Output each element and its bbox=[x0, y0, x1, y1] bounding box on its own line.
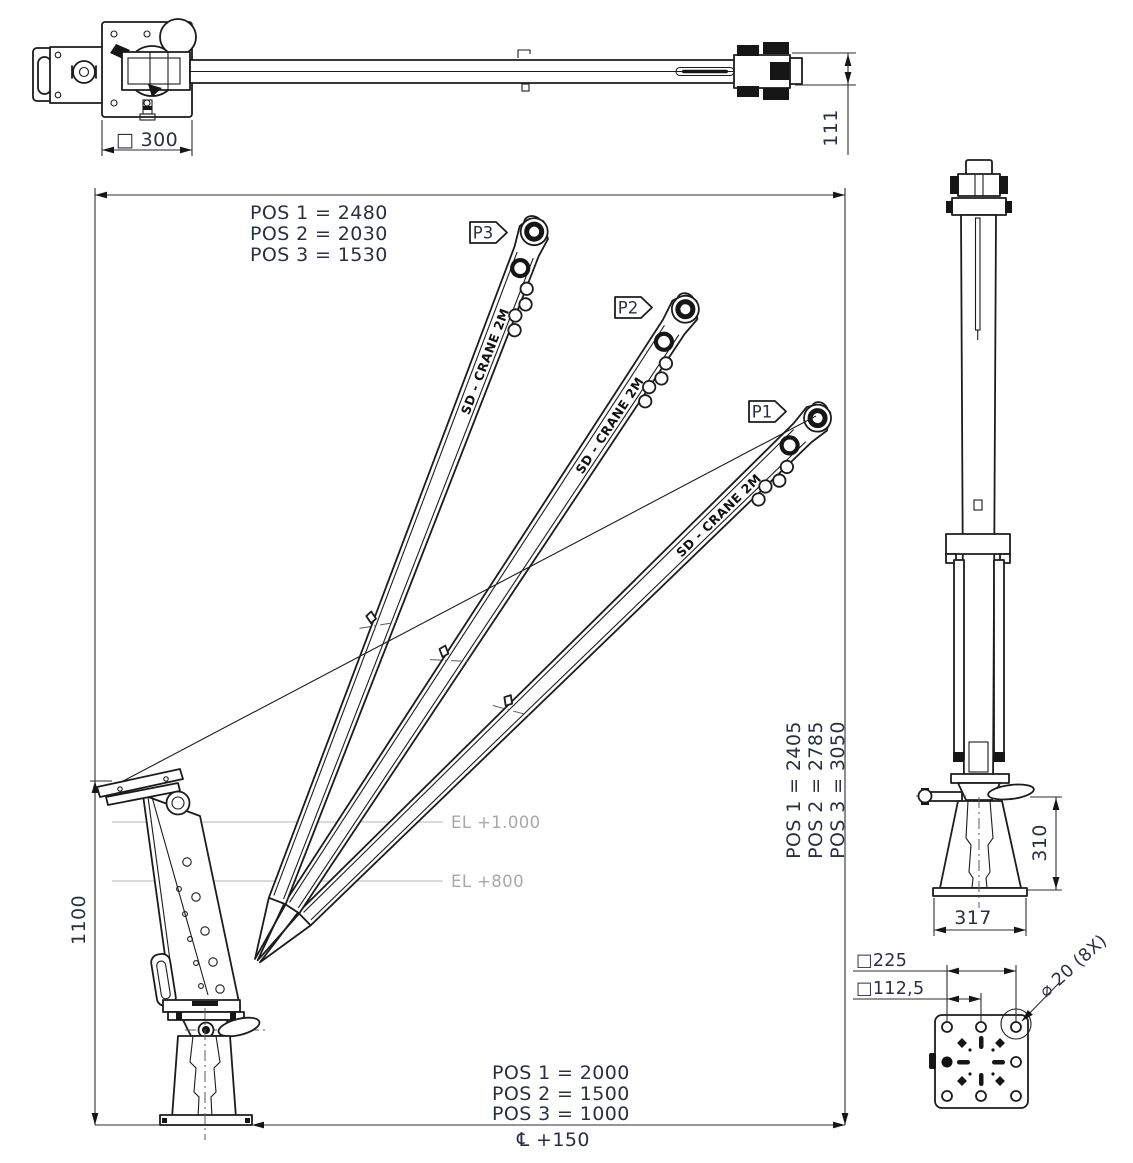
dim-label-111: 111 bbox=[820, 109, 842, 146]
height-pos1: POS 1 = 2405 bbox=[783, 721, 805, 859]
boom-head-plan bbox=[733, 42, 803, 100]
dim-label-310: 310 bbox=[1029, 824, 1051, 861]
dim-label-317: 317 bbox=[954, 907, 991, 929]
height-pos2: POS 2 = 2785 bbox=[805, 721, 827, 859]
elevation-label-1000: EL +1.000 bbox=[451, 813, 541, 832]
winch-drum-top bbox=[159, 18, 197, 56]
side-pedestal bbox=[932, 797, 1028, 908]
rope-line bbox=[107, 415, 817, 790]
dim-frame bbox=[90, 188, 849, 1129]
reach-pos2: POS 2 = 2030 bbox=[250, 223, 388, 245]
flag-p2-label: P2 bbox=[618, 299, 638, 318]
callout-hole: ⌀ 20 (8X) bbox=[1021, 931, 1111, 1022]
ground-pos1: POS 1 = 2000 bbox=[492, 1062, 630, 1084]
centerline-note: ℄ +150 bbox=[516, 1129, 590, 1151]
dim-310: 310 bbox=[1028, 796, 1062, 891]
base-plate-detail: □225 □112,5 ⌀ 20 (8X) bbox=[853, 931, 1111, 1109]
side-base-plate bbox=[932, 887, 1028, 897]
dim-label-112-5: □112,5 bbox=[856, 979, 924, 999]
reach-pos3: POS 3 = 1530 bbox=[250, 244, 388, 266]
side-mast bbox=[945, 159, 1012, 801]
plate-plug-hole bbox=[941, 1056, 953, 1068]
flag-p2: P2 bbox=[614, 296, 653, 319]
top-view: □ 300 111 bbox=[32, 18, 856, 156]
folded-boom-right bbox=[993, 559, 1005, 761]
reach-pos1: POS 1 = 2480 bbox=[250, 202, 388, 224]
dim-111: 111 bbox=[792, 52, 856, 155]
dim-ground: POS 1 = 2000 POS 2 = 1500 POS 3 = 1000 ℄… bbox=[492, 1062, 630, 1151]
side-crank-handle bbox=[987, 783, 1035, 801]
dim-225: □225 bbox=[853, 951, 1017, 1022]
side-crank bbox=[916, 783, 1035, 805]
dim-112-5: □112,5 bbox=[853, 979, 982, 1022]
flag-p3: P3 bbox=[469, 221, 508, 244]
boom-plan bbox=[110, 42, 803, 121]
plate-center-pattern bbox=[957, 1036, 1005, 1086]
main-view: POS 1 = 2480 POS 2 = 2030 POS 3 = 1530 P… bbox=[68, 188, 849, 1151]
dim-reach: POS 1 = 2480 POS 2 = 2030 POS 3 = 1530 bbox=[250, 202, 388, 266]
winch-crank-handle bbox=[217, 1016, 261, 1038]
dim-label-300: □ 300 bbox=[116, 129, 178, 151]
mast bbox=[96, 768, 241, 1008]
height-pos3: POS 3 = 3050 bbox=[827, 721, 849, 859]
pedestal-front bbox=[159, 999, 265, 1140]
folded-boom-left bbox=[953, 559, 965, 761]
side-view: 310 317 bbox=[916, 159, 1062, 936]
flag-p1-label: P1 bbox=[752, 403, 772, 422]
elevation-label-800: EL +800 bbox=[451, 872, 524, 891]
hole-callout-label: ⌀ 20 (8X) bbox=[1036, 931, 1111, 1002]
dim-heights: POS 1 = 2405 POS 2 = 2785 POS 3 = 3050 bbox=[783, 721, 849, 859]
tee-handle bbox=[139, 99, 156, 121]
side-bracket bbox=[945, 533, 1011, 555]
flag-p1: P1 bbox=[748, 400, 787, 423]
base-plate-front bbox=[159, 1114, 253, 1126]
dim-300: □ 300 bbox=[101, 120, 193, 156]
boom-marking-p2: SD - CRANE 2M bbox=[572, 374, 646, 476]
dim-label-225: □225 bbox=[856, 951, 907, 971]
ground-pos2: POS 2 = 1500 bbox=[492, 1083, 630, 1105]
dim-317: 317 bbox=[933, 898, 1027, 936]
boom-pos1: SD - CRANE 2M bbox=[245, 393, 844, 980]
dim-label-1100: 1100 bbox=[68, 895, 90, 945]
mast-handle-slot bbox=[150, 953, 177, 1007]
flag-p3-label: P3 bbox=[473, 224, 493, 243]
mast-head-pivot bbox=[165, 790, 191, 816]
ground-pos3: POS 3 = 1000 bbox=[492, 1103, 630, 1125]
